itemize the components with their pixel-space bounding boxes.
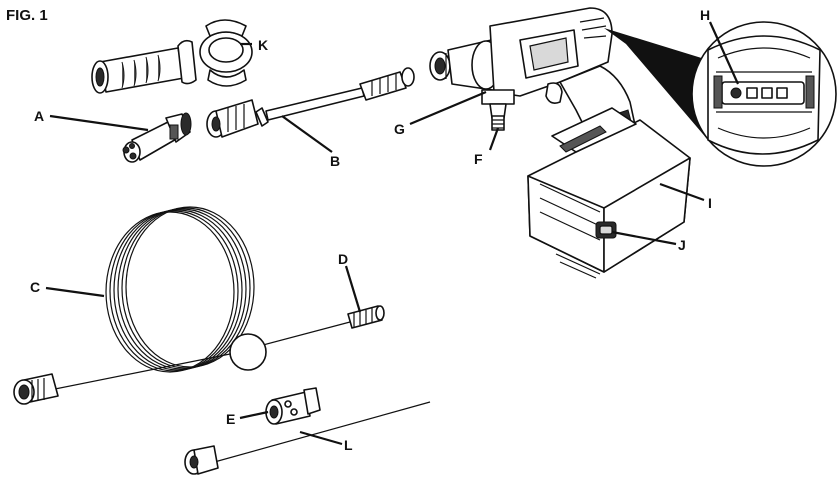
leader-j [611, 230, 677, 246]
figure-title: FIG. 1 [6, 7, 48, 24]
leader-i [659, 182, 705, 202]
leader-e [239, 410, 269, 420]
leader-l [299, 430, 343, 446]
part-h-detail-inset [604, 21, 837, 167]
label-g: G [394, 121, 405, 137]
label-i: I [708, 195, 712, 211]
leader-d [344, 265, 362, 313]
label-h: H [700, 7, 710, 23]
leader-h [708, 21, 740, 85]
part-e-quick-coupler [265, 387, 321, 425]
part-l-rinse-wand [184, 401, 431, 475]
leader-g [409, 90, 487, 126]
label-b: B [330, 153, 340, 169]
part-d-hose-fitting [347, 305, 385, 329]
leader-f [488, 127, 500, 151]
label-c: C [30, 279, 40, 295]
part-j-battery-release [595, 221, 617, 239]
part-b-extension-wand [206, 67, 415, 138]
label-l: L [344, 437, 353, 453]
label-e: E [226, 411, 235, 427]
label-d: D [338, 251, 348, 267]
label-k: K [258, 37, 268, 53]
label-a: A [34, 108, 44, 124]
leader-a [49, 114, 149, 132]
leader-b [281, 115, 333, 153]
label-j: J [678, 237, 686, 253]
part-k-auxiliary-handle [91, 19, 253, 94]
part-a-nozzle [122, 112, 192, 163]
part-f-inlet-fitting [491, 115, 505, 131]
part-c-coiled-hose [13, 206, 351, 405]
label-f: F [474, 151, 483, 167]
part-i-battery [527, 107, 691, 279]
leader-lines [45, 21, 740, 446]
leader-c [45, 286, 105, 298]
